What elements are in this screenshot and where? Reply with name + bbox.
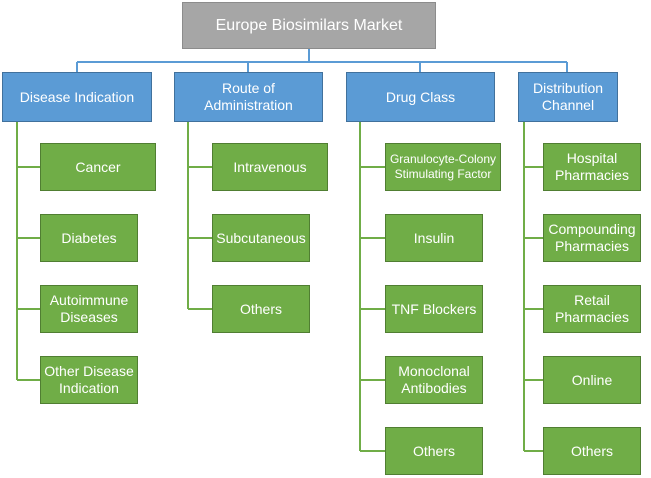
leaf-hospital-pharmacies: Hospital Pharmacies (543, 143, 641, 191)
leaf-intravenous: Intravenous (212, 143, 328, 191)
leaf-insulin: Insulin (385, 214, 483, 262)
leaf-retail-pharmacies: Retail Pharmacies (543, 285, 641, 333)
leaf-online: Online (543, 356, 641, 404)
leaf-cancer: Cancer (40, 143, 156, 191)
leaf-other-disease-indication: Other Disease Indication (40, 356, 138, 404)
leaf-distribution-others: Others (543, 427, 641, 475)
leaf-autoimmune-diseases: Autoimmune Diseases (40, 285, 138, 333)
leaf-route-others: Others (212, 285, 310, 333)
leaf-granulocyte-colony-stimulating-factor: Granulocyte-Colony Stimulating Factor (385, 143, 501, 191)
category-route-of-administration: Route of Administration (174, 72, 323, 122)
leaf-compounding-pharmacies: Compounding Pharmacies (543, 214, 641, 262)
leaf-diabetes: Diabetes (40, 214, 138, 262)
leaf-subcutaneous: Subcutaneous (212, 214, 310, 262)
diagram-title: Europe Biosimilars Market (182, 2, 436, 49)
leaf-drug-others: Others (385, 427, 483, 475)
category-disease-indication: Disease Indication (2, 72, 152, 122)
leaf-monoclonal-antibodies: Monoclonal Antibodies (385, 356, 483, 404)
category-distribution-channel: Distribution Channel (518, 72, 618, 122)
category-drug-class: Drug Class (346, 72, 495, 122)
leaf-tnf-blockers: TNF Blockers (385, 285, 483, 333)
